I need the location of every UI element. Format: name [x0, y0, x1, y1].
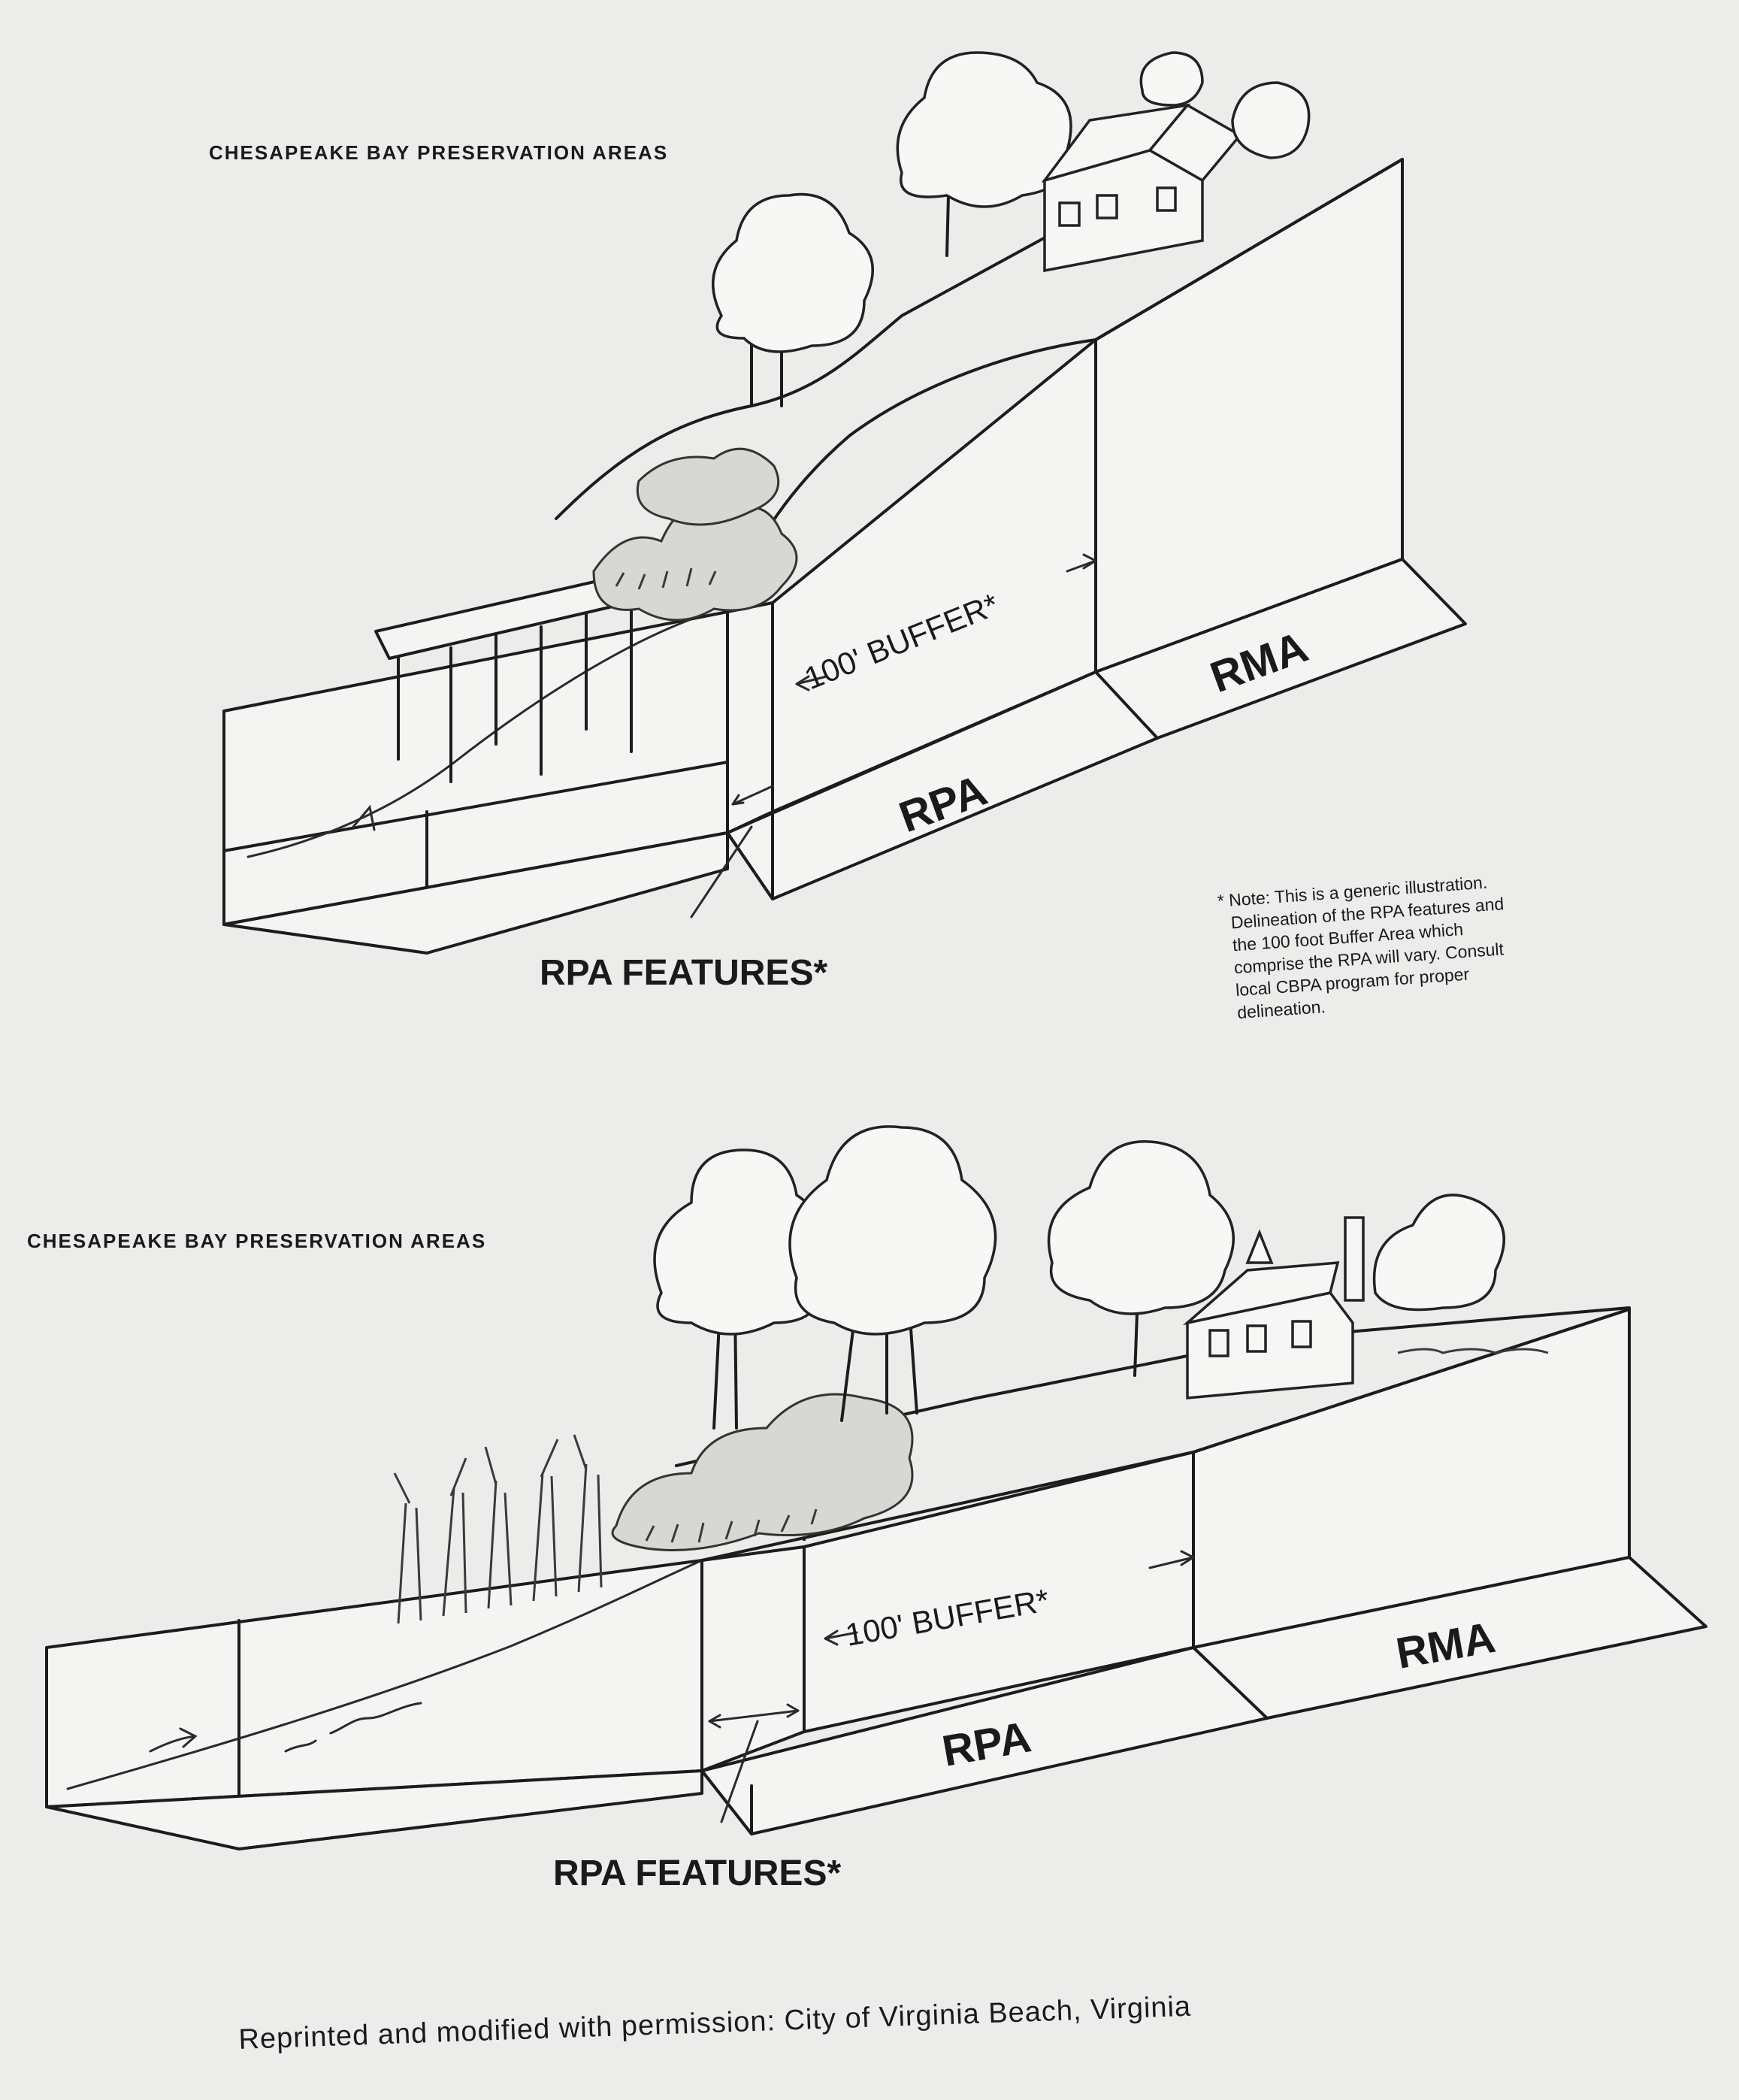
top-title: CHESAPEAKE BAY PRESERVATION AREAS — [209, 141, 668, 164]
top-water-box-bottom — [222, 831, 729, 955]
bottom-tree-3 — [1047, 1140, 1235, 1377]
bottom-water-box-front — [45, 1559, 703, 1808]
top-slope-vegetation — [592, 447, 798, 622]
top-tree-left — [712, 192, 874, 407]
bottom-water-box-bottom — [45, 1769, 703, 1850]
top-rpa-features-label: RPA FEATURES* — [540, 953, 827, 993]
note-line-6: delineation. — [1236, 997, 1326, 1022]
top-tree-right — [896, 51, 1072, 257]
bottom-rpa-features-label: RPA FEATURES* — [553, 1853, 841, 1893]
top-pier-pilings — [397, 603, 633, 783]
bottom-house — [1182, 1194, 1505, 1399]
top-block-diagram: CHESAPEAKE BAY PRESERVATION AREAS 100' B… — [209, 51, 1505, 1023]
bottom-block-diagram: CHESAPEAKE BAY PRESERVATION AREAS 100' B… — [27, 1125, 1707, 1893]
bottom-title: CHESAPEAKE BAY PRESERVATION AREAS — [27, 1230, 486, 1252]
top-house — [1041, 51, 1311, 273]
top-rpa-features-face — [726, 601, 774, 834]
bottom-tree-2 — [788, 1125, 997, 1422]
bottom-shrub-mass — [611, 1393, 914, 1551]
top-note: * Note: This is a generic illustration. … — [1217, 873, 1505, 1023]
bottom-rpa-features-face — [700, 1545, 806, 1772]
bottom-shoreline-rocks — [1397, 1348, 1549, 1354]
bottom-marsh-grass — [393, 1434, 603, 1624]
credit-line: Reprinted and modified with permission: … — [238, 1991, 1192, 2056]
